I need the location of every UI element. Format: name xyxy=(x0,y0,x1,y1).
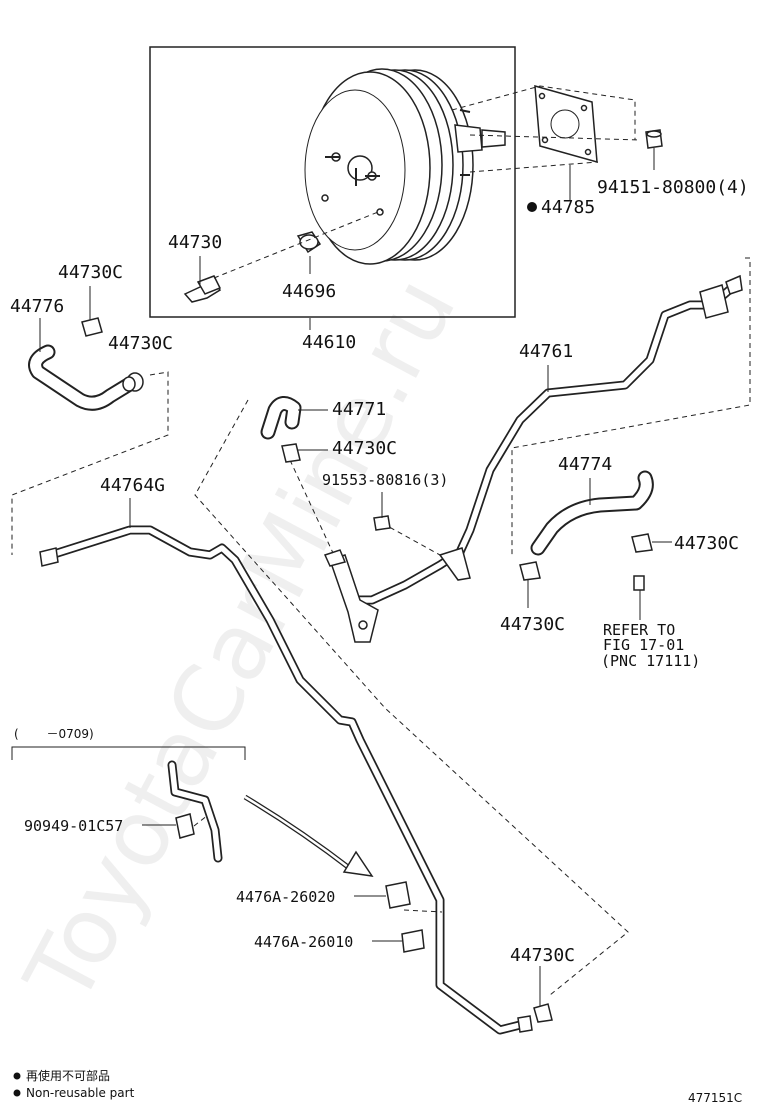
label-91553: 91553-80816(3) xyxy=(322,471,448,489)
refer-line2: FIG 17-01 xyxy=(603,636,684,654)
label-44610: 44610 xyxy=(302,332,356,353)
label-44730c-right-bottom: 44730C xyxy=(500,614,565,635)
watermark: ToyotaCarMine.ru xyxy=(4,260,476,1021)
label-44730c-center: 44730C xyxy=(332,438,397,459)
label-44730: 44730 xyxy=(168,232,222,253)
label-4476a-26020: 4476A-26020 xyxy=(236,888,335,906)
check-valve-44730[interactable] xyxy=(183,275,222,303)
clip-90949[interactable] xyxy=(175,813,195,839)
clamp-44730c-right-bottom[interactable] xyxy=(519,561,541,581)
label-94151: 94151-80800(4) xyxy=(597,177,749,198)
union-44730c-bottom[interactable] xyxy=(517,1003,553,1033)
label-44730c-mid: 44730C xyxy=(108,333,173,354)
hose-44774[interactable] xyxy=(530,470,654,556)
label-44761: 44761 xyxy=(519,341,573,362)
clamp-44730c-center[interactable] xyxy=(281,443,301,463)
label-44730c-bottom: 44730C xyxy=(510,945,575,966)
label-90949: 90949-01C57 xyxy=(24,817,123,835)
label-44785: 44785 xyxy=(541,197,595,218)
pipe-end-fitting-left xyxy=(39,547,59,567)
clip-4476a-26020[interactable] xyxy=(385,881,411,909)
legend-en: Non-reusable part xyxy=(26,1086,135,1100)
legend-jp: 再使用不可部品 xyxy=(26,1068,110,1083)
refer-line3: (PNC 17111) xyxy=(601,652,700,670)
inset-bracket xyxy=(11,746,246,760)
bolt-91553[interactable] xyxy=(373,515,391,531)
label-44730c-top: 44730C xyxy=(58,262,123,283)
tube-end-refer xyxy=(633,575,645,591)
non-reusable-marker xyxy=(527,202,537,212)
grommet-44696[interactable] xyxy=(296,231,322,254)
bracket-44761 xyxy=(438,274,743,581)
legend-dot-jp xyxy=(13,1072,21,1080)
t-fitting-union[interactable] xyxy=(323,549,379,643)
label-44771: 44771 xyxy=(332,399,386,420)
clamp-44730c-left-mid[interactable] xyxy=(122,372,144,392)
nut-94151[interactable] xyxy=(645,129,663,149)
clip-4476a-26010[interactable] xyxy=(401,929,425,953)
label-4476a-26010: 4476A-26010 xyxy=(254,933,353,951)
clamp-44730c-right[interactable] xyxy=(631,533,653,553)
legend-dot-en xyxy=(13,1089,21,1097)
inset-range-label: ( －0709) xyxy=(14,727,94,741)
figure-id: 477151C xyxy=(688,1091,742,1105)
label-44774: 44774 xyxy=(558,454,612,475)
label-44764g: 44764G xyxy=(100,475,165,496)
refer-line1: REFER TO xyxy=(603,621,675,639)
label-44776: 44776 xyxy=(10,296,64,317)
booster-assembly-frame xyxy=(149,46,516,318)
label-44696: 44696 xyxy=(282,281,336,302)
label-44730c-right: 44730C xyxy=(674,533,739,554)
brake-booster[interactable] xyxy=(304,68,506,265)
clamp-44730c-left-top[interactable] xyxy=(81,317,103,337)
